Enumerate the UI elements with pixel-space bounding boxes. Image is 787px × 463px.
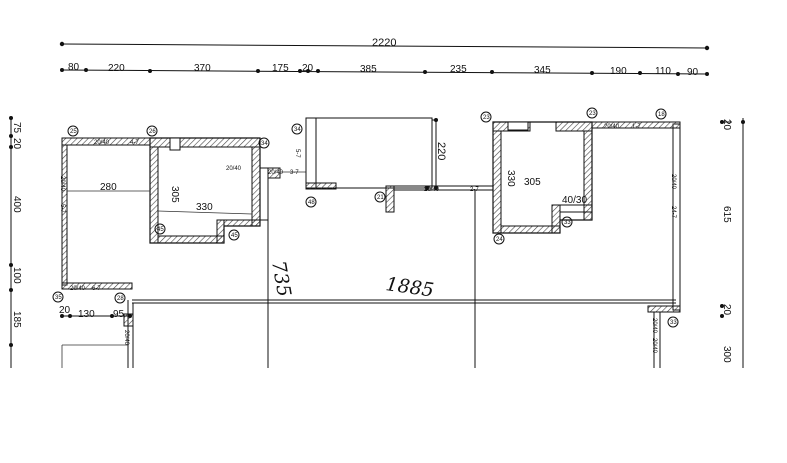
column-tag: 48 [308,200,315,206]
seg-label-6: 385 [360,64,377,75]
column-tag: 34 [294,127,301,133]
bottom-dim-1: 20 [59,305,71,316]
dim-280: 280 [100,182,117,193]
dim-330-left: 330 [196,202,213,213]
bottom-dim-2: 130 [78,309,95,320]
right-dim-1: 20 [721,119,732,131]
stair-core-left [149,137,306,244]
handwritten-735: 735 [267,259,295,299]
dim-305-left: 305 [169,186,180,203]
seg-label-3: 370 [194,63,211,74]
dim-220: 220 [435,142,447,160]
left-dim-2: 20 [11,138,22,150]
column-tag: 26 [149,129,156,135]
column-tag: 45 [157,227,164,233]
beam-label: 24-7 [670,206,676,219]
beam-label: 20/40 [123,330,129,346]
stair-core-right [492,121,593,234]
left-dim-3: 400 [11,196,22,213]
seg-label-10: 110 [655,66,671,77]
column-tag: 33 [564,220,571,226]
beam-label: 20/40 [670,174,676,190]
beam-label: 20/40 [424,187,440,193]
central-shaft [305,117,493,213]
dim-40-30: 40/30 [562,195,587,206]
left-dim-1: 75 [11,122,22,134]
column-tag: 21 [377,195,384,201]
dim-305-right: 305 [524,177,541,188]
seg-label-4: 175 [272,63,289,74]
left-dim-5: 185 [11,311,22,328]
column-tag: 18 [658,112,665,118]
seg-label-7: 235 [450,64,467,75]
right-dimension-chain: 20 615 20 300 [720,118,745,368]
dim-330-right: 330 [505,170,516,187]
bottom-dim-3: 95 [113,309,125,320]
column-tag: 28 [117,296,124,302]
column-tag: 34 [261,141,268,147]
handwritten-dimensions: 735 1885 [267,259,435,302]
beam-label: 5-7 [294,149,300,158]
seg-label-9: 190 [610,66,627,77]
slab-outline [61,121,681,368]
seg-label-2: 220 [108,63,125,74]
right-dim-3: 20 [721,304,732,316]
seg-label-5: 20 [302,63,314,74]
beam-labels: 20/40 4-7 20/40 5-7 20/40 3-7 20/40 2-7 … [59,124,676,354]
handwritten-1885: 1885 [384,273,435,302]
seg-label-11: 90 [687,67,699,78]
seg-label-8: 345 [534,65,551,76]
left-dim-4: 100 [11,267,22,284]
beam-label: 20/40 [604,124,620,130]
beam-label: 4-7 [130,140,139,146]
bottom-left-dimensions: 20 130 95 [59,305,132,320]
column-tag: 23 [589,111,596,117]
beam-label: 5-7 [59,204,65,213]
left-dimension-chain: 75 20 400 100 185 [9,116,22,368]
right-dim-2: 615 [721,206,732,223]
beam-label: 20/40 [70,286,86,292]
column-tag: 25 [70,129,77,135]
beam-label: 20/40 [651,338,657,354]
column-tags: 25 26 34 34 45 45 48 21 23 23 18 24 33 3… [52,107,679,328]
beam-label: 20/40 [268,170,284,176]
column-tag: 24 [496,237,503,243]
column-tag: 45 [231,233,238,239]
seg-label-1: 80 [68,62,80,73]
beam-label: 2-7 [470,187,479,193]
beam-label: 20/40 [226,166,242,172]
beam-label: 6-7 [92,286,101,292]
top-segment-dimension-chain: 80 220 370 175 20 385 235 345 190 110 90 [60,62,709,78]
beam-label: 20/40 [94,140,110,146]
interior-dimensions: 280 305 330 220 330 305 40/30 [67,142,587,213]
overall-width-label: 2220 [372,37,396,49]
top-overall-dimension: 2220 [59,37,710,51]
column-tag: 35 [55,295,62,301]
beam-label: 3-7 [290,170,299,176]
right-dim-4: 300 [721,346,732,363]
column-tag: 33 [670,320,677,326]
column-tag: 23 [483,115,490,121]
beam-label: 20/40 [59,176,65,192]
beam-label: 1-7 [632,124,641,130]
beam-label: 20/40 [651,318,657,334]
